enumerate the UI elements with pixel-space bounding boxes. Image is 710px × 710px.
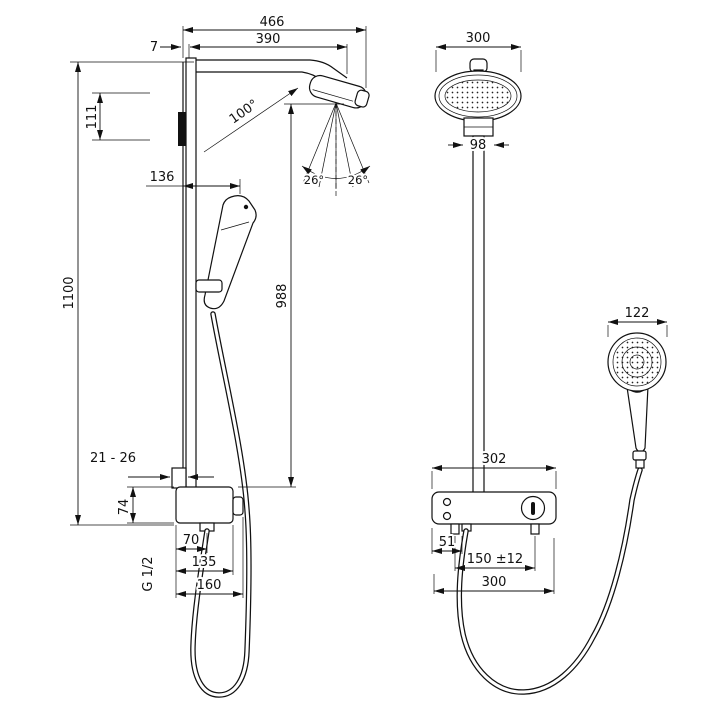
dim-total-height: 1100 bbox=[62, 276, 77, 309]
side-view-dimensions: 466 7 390 111 100° 136 26° 26° 1100 988 … bbox=[60, 13, 370, 598]
dim-head-width: 300 bbox=[466, 31, 491, 46]
head-angle-leader bbox=[203, 87, 299, 153]
select-button-top bbox=[442, 497, 452, 507]
pipe-front bbox=[472, 135, 485, 494]
dim-total-depth: 160 bbox=[197, 578, 222, 593]
dim-handshower-offset: 136 bbox=[150, 170, 175, 185]
dim-thread: G 1/2 bbox=[141, 556, 156, 591]
dim-head-to-valve: 988 bbox=[275, 284, 290, 309]
dim-connector-width: 98 bbox=[470, 138, 487, 153]
spray-angle-arc bbox=[301, 165, 371, 179]
upper-wall-bracket bbox=[178, 112, 186, 146]
dim-upper-section: 111 bbox=[85, 105, 100, 130]
hose-nut bbox=[632, 450, 647, 461]
side-view-fixture bbox=[171, 57, 371, 698]
dim-front-outlet-offset: 51 bbox=[439, 535, 456, 550]
hand-shower-spray-face bbox=[612, 337, 662, 387]
supply-connection-left bbox=[450, 523, 460, 535]
dim-outlet-offset: 70 bbox=[183, 533, 200, 548]
dim-valve-depth: 135 bbox=[192, 555, 217, 570]
shower-arm-bottom-edge bbox=[196, 71, 330, 87]
spray-cone bbox=[301, 102, 371, 198]
dim-head-angle: 100° bbox=[227, 97, 261, 127]
shower-pole bbox=[185, 57, 197, 489]
dim-spray-angle-left: 26° bbox=[304, 173, 324, 187]
dim-wall-clearance: 21 - 26 bbox=[90, 451, 136, 466]
dim-arm-projection: 390 bbox=[256, 32, 281, 47]
overhead-shower-rim bbox=[438, 74, 518, 118]
hand-shower-holder bbox=[195, 279, 223, 293]
valve-knob-side bbox=[232, 496, 244, 516]
supply-connection-right bbox=[530, 523, 540, 535]
dim-spray-angle-right: 26° bbox=[348, 173, 368, 187]
shower-arm-top-edge bbox=[196, 59, 348, 79]
dim-total-projection: 466 bbox=[260, 15, 285, 30]
hand-shower-button bbox=[243, 204, 249, 210]
spray-face-line bbox=[312, 89, 354, 102]
front-view: 300 98 122 302 51 150 ±12 300 bbox=[431, 29, 668, 695]
overhead-spray-face bbox=[444, 79, 512, 113]
dim-wall-offset: 7 bbox=[150, 40, 158, 55]
knob-grip-mark bbox=[531, 502, 535, 515]
valve-body-side bbox=[175, 486, 234, 524]
dim-supply-width: 300 bbox=[482, 575, 507, 590]
hose-swivel bbox=[635, 459, 645, 469]
dim-valve-height: 74 bbox=[117, 499, 132, 516]
dim-shelf-width: 302 bbox=[482, 452, 507, 467]
dim-handshower-diameter: 122 bbox=[625, 306, 650, 321]
front-view-dimensions: 300 98 122 302 51 150 ±12 300 bbox=[431, 29, 668, 594]
select-end-cap bbox=[354, 89, 370, 108]
front-view-fixture bbox=[431, 58, 667, 695]
dim-supply-spacing: 150 ±12 bbox=[467, 552, 523, 567]
hand-shower-handle-front bbox=[626, 384, 649, 453]
lower-wall-bracket bbox=[171, 467, 187, 489]
hand-shower-neck-line bbox=[220, 221, 250, 231]
select-button-bottom bbox=[442, 511, 452, 521]
side-view: 466 7 390 111 100° 136 26° 26° 1100 988 … bbox=[60, 13, 371, 698]
overhead-shower-head bbox=[308, 74, 370, 109]
